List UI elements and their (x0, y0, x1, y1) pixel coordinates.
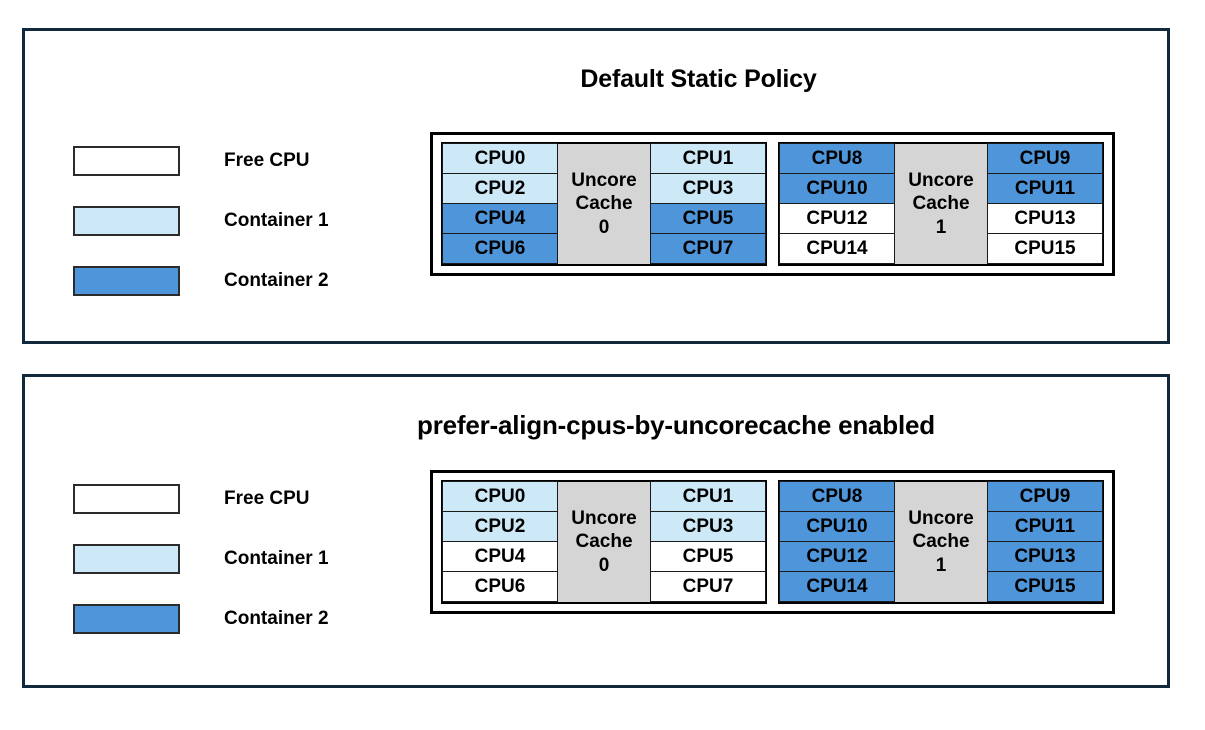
uncore-cache-index: 0 (598, 554, 610, 576)
legend-swatch-container-2 (73, 266, 180, 296)
cpu-column-right: CPU1 CPU3 CPU5 CPU7 (650, 143, 766, 264)
cpu-cell: CPU15 (987, 233, 1103, 264)
uncore-cache-line-1: Uncore (908, 508, 974, 530)
legend-swatch-free-cpu (73, 146, 180, 176)
uncore-cache-line-2: Cache (912, 193, 970, 215)
uncore-cache-index: 1 (935, 216, 947, 238)
cpu-column-right: CPU1 CPU3 CPU5 CPU7 (650, 481, 766, 602)
cpu-cell: CPU15 (987, 571, 1103, 602)
cache-group-1: CPU8 CPU10 CPU12 CPU14 Uncore Cache 1 CP… (778, 142, 1104, 266)
cpu-cell: CPU6 (442, 571, 558, 602)
cpu-cell: CPU4 (442, 203, 558, 234)
uncore-cache-line-1: Uncore (571, 170, 637, 192)
legend-label-container-2: Container 2 (224, 608, 329, 629)
legend-item-free-cpu: Free CPU (73, 131, 329, 191)
legend-label-free-cpu: Free CPU (224, 488, 310, 509)
uncore-cache-line-2: Cache (575, 531, 633, 553)
legend-label-free-cpu: Free CPU (224, 150, 310, 171)
cpu-column-left: CPU0 CPU2 CPU4 CPU6 (442, 143, 558, 264)
cpu-cell: CPU1 (650, 143, 766, 174)
cpu-cell: CPU2 (442, 173, 558, 204)
uncore-cache-index: 0 (598, 216, 610, 238)
cpu-cell: CPU12 (779, 541, 895, 572)
legend-item-container-2: Container 2 (73, 251, 329, 311)
cache-group-0: CPU0 CPU2 CPU4 CPU6 Uncore Cache 0 CPU1 … (441, 480, 767, 604)
cpu-cell: CPU8 (779, 143, 895, 174)
cpu-column-right: CPU9 CPU11 CPU13 CPU15 (987, 143, 1103, 264)
cpu-cell: CPU13 (987, 203, 1103, 234)
cpu-cell: CPU10 (779, 173, 895, 204)
cpu-cell: CPU14 (779, 233, 895, 264)
cpu-cell: CPU7 (650, 233, 766, 264)
cpu-cell: CPU6 (442, 233, 558, 264)
cpu-cell: CPU2 (442, 511, 558, 542)
legend-label-container-1: Container 1 (224, 210, 329, 231)
cpu-cell: CPU0 (442, 481, 558, 512)
uncore-cache-label: Uncore Cache 1 (894, 482, 988, 602)
legend-swatch-container-2 (73, 604, 180, 634)
uncore-cache-index: 1 (935, 554, 947, 576)
cpu-cell: CPU0 (442, 143, 558, 174)
cpu-cell: CPU7 (650, 571, 766, 602)
cpu-cell: CPU11 (987, 511, 1103, 542)
diagram-panel-prefer-align-enabled: prefer-align-cpus-by-uncorecache enabled… (22, 374, 1170, 688)
cpu-topology-block: CPU0 CPU2 CPU4 CPU6 Uncore Cache 0 CPU1 … (430, 470, 1115, 614)
cpu-cell: CPU9 (987, 481, 1103, 512)
uncore-cache-line-2: Cache (575, 193, 633, 215)
cpu-cell: CPU14 (779, 571, 895, 602)
cpu-cell: CPU11 (987, 173, 1103, 204)
uncore-cache-label: Uncore Cache 0 (557, 144, 651, 264)
cpu-column-left: CPU8 CPU10 CPU12 CPU14 (779, 481, 895, 602)
legend-item-free-cpu: Free CPU (73, 469, 329, 529)
cpu-cell: CPU3 (650, 173, 766, 204)
legend-item-container-1: Container 1 (73, 191, 329, 251)
cpu-cell: CPU8 (779, 481, 895, 512)
legend: Free CPU Container 1 Container 2 (73, 131, 329, 311)
cpu-topology-block: CPU0 CPU2 CPU4 CPU6 Uncore Cache 0 CPU1 … (430, 132, 1115, 276)
cache-group-1: CPU8 CPU10 CPU12 CPU14 Uncore Cache 1 CP… (778, 480, 1104, 604)
uncore-cache-label: Uncore Cache 0 (557, 482, 651, 602)
cpu-cell: CPU5 (650, 541, 766, 572)
cpu-column-right: CPU9 CPU11 CPU13 CPU15 (987, 481, 1103, 602)
cpu-cell: CPU10 (779, 511, 895, 542)
uncore-cache-line-1: Uncore (571, 508, 637, 530)
page-title: Default Static Policy (580, 65, 817, 93)
cache-group-0: CPU0 CPU2 CPU4 CPU6 Uncore Cache 0 CPU1 … (441, 142, 767, 266)
uncore-cache-line-2: Cache (912, 531, 970, 553)
legend-swatch-container-1 (73, 544, 180, 574)
cpu-cell: CPU1 (650, 481, 766, 512)
legend-label-container-1: Container 1 (224, 548, 329, 569)
cpu-column-left: CPU8 CPU10 CPU12 CPU14 (779, 143, 895, 264)
legend-label-container-2: Container 2 (224, 270, 329, 291)
legend-swatch-container-1 (73, 206, 180, 236)
uncore-cache-line-1: Uncore (908, 170, 974, 192)
legend-swatch-free-cpu (73, 484, 180, 514)
uncore-cache-label: Uncore Cache 1 (894, 144, 988, 264)
diagram-panel-default-static-policy: Default Static Policy Free CPU Container… (22, 28, 1170, 344)
cpu-cell: CPU9 (987, 143, 1103, 174)
cpu-cell: CPU3 (650, 511, 766, 542)
page-title: prefer-align-cpus-by-uncorecache enabled (417, 410, 935, 440)
cpu-column-left: CPU0 CPU2 CPU4 CPU6 (442, 481, 558, 602)
cpu-cell: CPU4 (442, 541, 558, 572)
cpu-cell: CPU12 (779, 203, 895, 234)
cpu-cell: CPU5 (650, 203, 766, 234)
legend-item-container-2: Container 2 (73, 589, 329, 649)
legend: Free CPU Container 1 Container 2 (73, 469, 329, 649)
cpu-cell: CPU13 (987, 541, 1103, 572)
legend-item-container-1: Container 1 (73, 529, 329, 589)
